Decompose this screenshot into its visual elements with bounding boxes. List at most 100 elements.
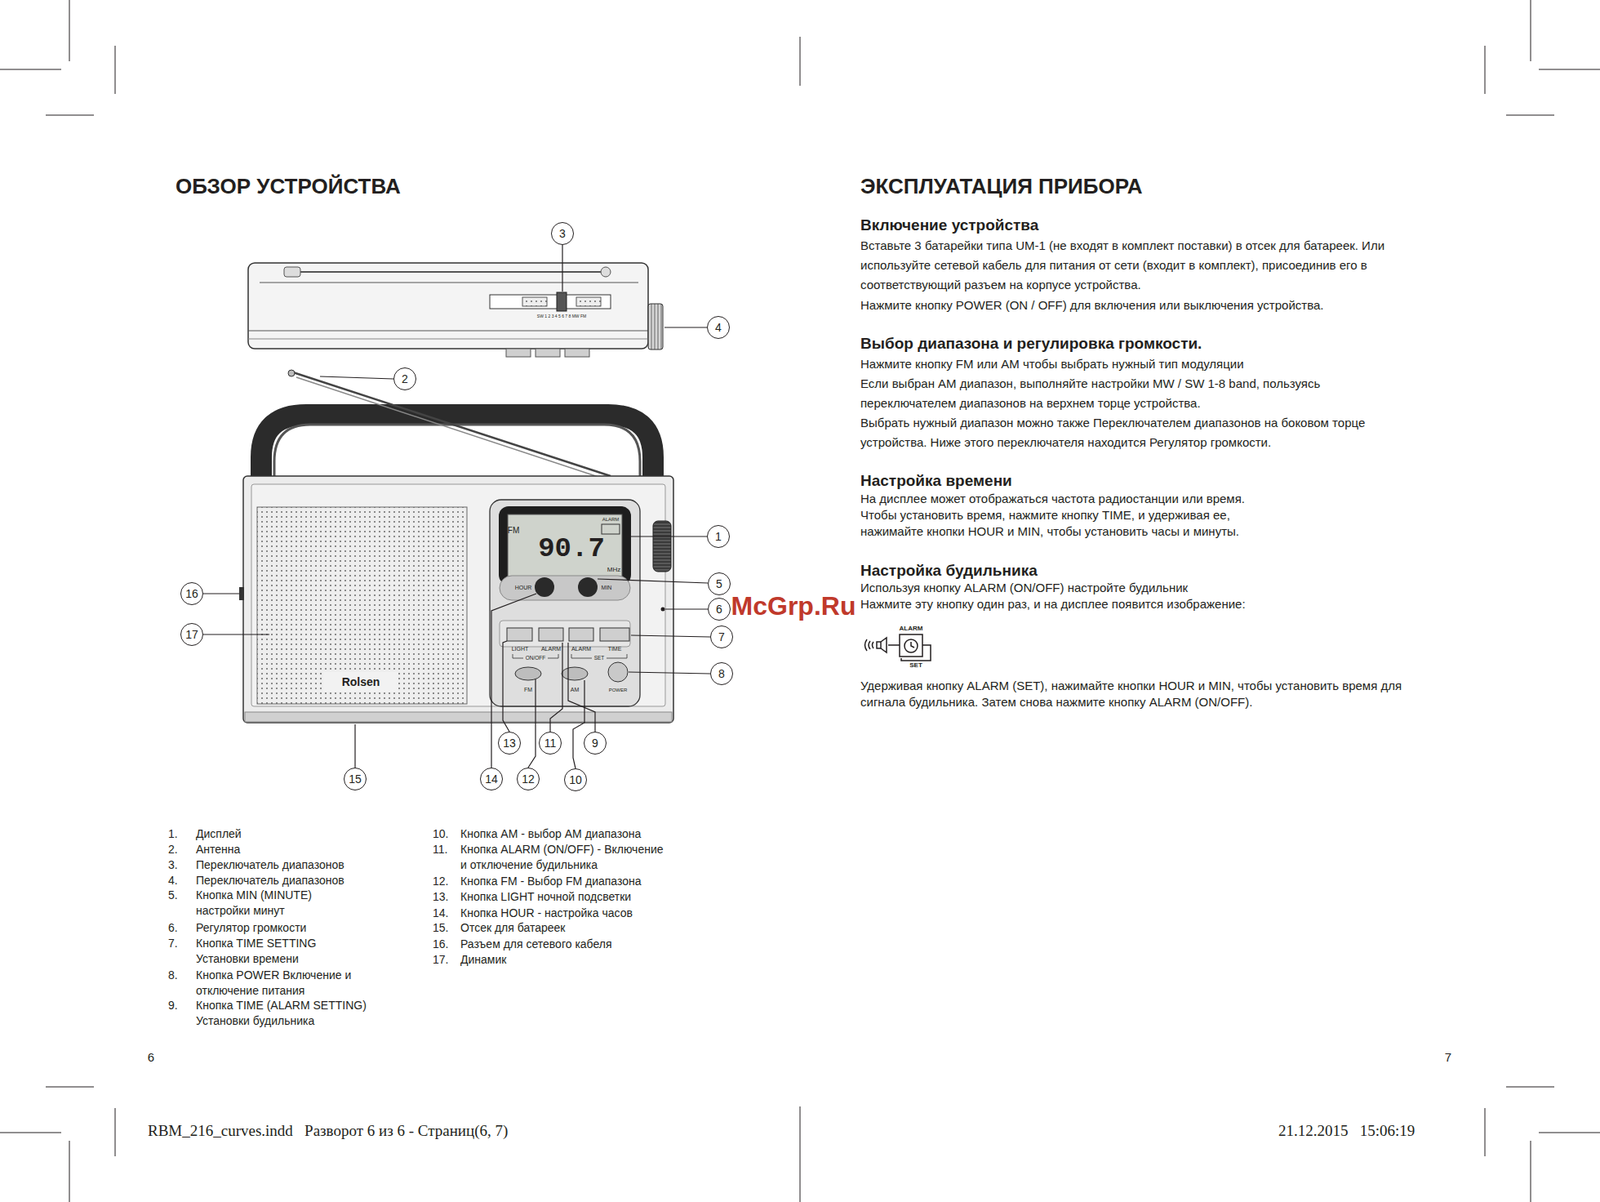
callout-number: 17: [180, 622, 204, 646]
part-name: Кнопка ALARM (ON/OFF) - Включение и откл…: [460, 841, 669, 873]
part-name: Кнопка TIME SETTING Установки времени: [195, 935, 360, 967]
part-name: Дисплей: [195, 826, 242, 842]
brand-logo: Rolsen: [342, 675, 381, 689]
part-name: Кнопка MIN (MINUTE) настройки минут: [195, 887, 360, 919]
section-heading: ЭКСПЛУАТАЦИЯ ПРИБОРА: [860, 173, 1143, 200]
callout-number: 16: [180, 582, 204, 605]
control-marking: LIGHT: [511, 645, 529, 653]
body-text: Вставьте 3 батарейки типа UM-1 (не входя…: [860, 235, 1432, 295]
callout-text: 7: [718, 631, 725, 643]
body-text: Используя кнопку ALARM (ON/OFF) настройт…: [860, 579, 1188, 596]
part-number: 1.: [168, 826, 178, 842]
callout-text: 8: [718, 667, 725, 680]
page-heading: ОБЗОР УСТРОЙСТВА: [175, 173, 401, 200]
body-text: На дисплее может отображаться частота ра…: [860, 490, 1245, 507]
display-marking: FM: [507, 525, 520, 536]
control-marking: HOUR: [515, 584, 533, 592]
part-name: Динамик: [460, 951, 507, 968]
callout-number: 8: [710, 662, 734, 685]
part-name: Антенна: [195, 841, 240, 858]
part-number: 5.: [168, 887, 178, 903]
control-marking: SET: [594, 654, 605, 662]
page-number: 7: [1444, 1049, 1452, 1065]
switch-marking: SW 1 2 3 4 5 6 7 8 MW FM: [537, 313, 587, 319]
callout-text: 3: [559, 227, 566, 240]
part-number: 6.: [168, 920, 178, 936]
part-number: 12.: [432, 873, 449, 889]
control-marking: POWER: [608, 687, 628, 694]
body-text: Нажмите кнопку POWER (ON / OFF) для вклю…: [860, 295, 1324, 316]
body-text: Нажмите кнопку FM или AM чтобы выбрать н…: [860, 354, 1245, 374]
subheading: Настройка времени: [860, 471, 1013, 491]
callout-number: 2: [393, 367, 417, 391]
part-number: 11.: [432, 841, 448, 858]
print-slug: RBM_216_curves.indd Разворот 6 из 6 - Ст…: [147, 1120, 508, 1140]
part-name: Отсек для батареек: [460, 920, 565, 936]
callout-number: 15: [343, 767, 367, 791]
callout-text: 1: [715, 530, 722, 543]
body-text: Если выбран АМ диапазон, выполняйте наст…: [860, 373, 1359, 414]
body-text: Удерживая кнопку ALARM (SET), нажимайте …: [860, 677, 1416, 711]
control-marking: ON/OFF: [525, 654, 547, 662]
control-marking: TIME: [608, 645, 623, 653]
callout-text: 5: [715, 577, 723, 590]
callout-text: 4: [715, 321, 722, 334]
subheading: Включение устройства: [860, 215, 1039, 236]
part-name: Кнопка LIGHT ночной подсветки: [460, 888, 632, 905]
part-name: Кнопка AM - выбор AM диапазона: [460, 826, 641, 842]
subheading: Выбор диапазона и регулировка громкости.: [860, 333, 1202, 354]
part-number: 9.: [168, 997, 178, 1014]
body-text: Чтобы установить время, нажмите кнопку T…: [860, 506, 1285, 540]
callout-text: 12: [521, 773, 535, 785]
icon-label: ALARM: [899, 624, 924, 633]
callout-text: 15: [348, 773, 362, 785]
part-number: 7.: [168, 935, 178, 952]
frequency-readout: 90.7: [537, 532, 605, 566]
antenna: [288, 369, 611, 480]
part-name: Переключатель диапазонов: [195, 857, 345, 873]
top-view: [248, 262, 663, 357]
part-name: Кнопка TIME (ALARM SETTING) Установки бу…: [195, 997, 388, 1029]
callout-number: 9: [583, 731, 607, 755]
body-text: Нажмите эту кнопку один раз, и на диспле…: [860, 595, 1246, 613]
part-number: 4.: [168, 872, 178, 889]
part-name: Разъем для сетевого кабеля: [460, 936, 613, 952]
watermark: McGrp.Ru: [731, 590, 857, 622]
callout-number: 10: [564, 768, 587, 792]
callout-text: 14: [484, 773, 498, 785]
part-number: 8.: [168, 967, 178, 983]
leader-lines: [203, 244, 711, 769]
part-number: 3.: [168, 857, 178, 873]
display-marking: MHz: [607, 565, 621, 574]
body-text: Выбрать нужный диапазон можно также Пере…: [860, 413, 1432, 453]
callout-number: 11: [538, 731, 562, 755]
part-name: Регулятор громкости: [195, 920, 307, 936]
callout-number: 4: [706, 315, 730, 339]
callout-number: 6: [707, 597, 731, 621]
radio-body: [239, 475, 674, 723]
part-number: 13.: [432, 888, 449, 905]
callout-number: 7: [710, 625, 734, 649]
callout-number: 14: [480, 767, 503, 791]
callout-text: 9: [591, 737, 599, 749]
part-number: 14.: [432, 905, 449, 921]
control-marking: ALARM: [571, 645, 592, 653]
callout-text: 13: [502, 737, 516, 749]
display-marking: ALARM: [602, 516, 620, 523]
icon-label: SET: [909, 661, 923, 670]
print-slug: 21.12.2015 15:06:19: [1278, 1120, 1415, 1140]
callout-number: 13: [497, 731, 521, 755]
part-number: 2.: [168, 841, 178, 858]
part-name: Кнопка HOUR - настройка часов: [460, 905, 633, 921]
part-number: 17.: [432, 951, 449, 968]
control-marking: MIN: [601, 584, 613, 592]
control-marking: FM: [524, 686, 533, 694]
part-number: 16.: [432, 936, 449, 952]
part-number: 15.: [432, 920, 449, 936]
callout-number: 5: [707, 572, 731, 596]
alarm-icon: [865, 634, 932, 661]
page-number: 6: [147, 1049, 155, 1065]
callout-text: 11: [544, 737, 557, 749]
callout-number: 12: [516, 767, 540, 791]
callout-text: 6: [715, 603, 723, 615]
